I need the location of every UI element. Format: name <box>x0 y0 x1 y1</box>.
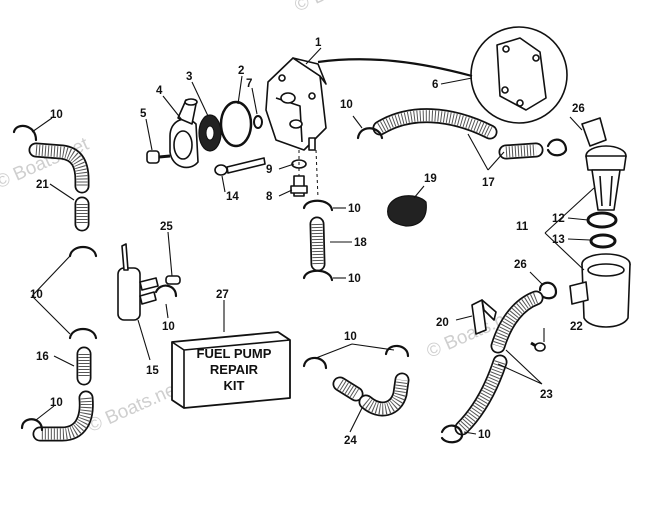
part-11-fuel-filter-upper <box>581 117 627 211</box>
callout-17: 17 <box>482 177 495 189</box>
callout-10: 10 <box>348 203 361 215</box>
part-17-hose <box>372 108 544 160</box>
callout-5: 5 <box>140 108 147 120</box>
callout-20: 20 <box>436 317 449 329</box>
callout-10: 10 <box>50 109 63 121</box>
part-25-plug <box>165 275 181 285</box>
callout-13: 13 <box>552 234 565 246</box>
callout-10: 10 <box>344 331 357 343</box>
part-12-seal-ring <box>586 211 618 229</box>
kit-label-line-3: KIT <box>224 378 245 393</box>
callout-numbers: 1 2 3 4 5 6 7 8 9 10 10 10 10 10 10 10 1… <box>30 37 585 447</box>
callout-15: 15 <box>146 365 159 377</box>
callout-10: 10 <box>340 99 353 111</box>
part-2-o-ring <box>219 100 253 148</box>
part-21-elbow-hose <box>28 142 90 232</box>
callout-10: 10 <box>348 273 361 285</box>
callout-1: 1 <box>315 37 322 49</box>
callout-10: 10 <box>162 321 175 333</box>
callout-25: 25 <box>160 221 173 233</box>
callout-10: 10 <box>478 429 491 441</box>
callout-22: 22 <box>570 321 583 333</box>
part-4-pump-cover <box>169 98 199 169</box>
callout-12: 12 <box>552 213 565 225</box>
part-5-screw <box>146 150 171 164</box>
callout-11: 11 <box>516 221 529 233</box>
leader-lines <box>31 47 595 435</box>
callout-27: 27 <box>216 289 229 301</box>
callout-4: 4 <box>156 85 163 97</box>
part-11-fuel-filter-bowl <box>569 253 631 328</box>
part-6-gasket-inset <box>470 26 568 124</box>
callout-16: 16 <box>36 351 49 363</box>
kit-label-line-2: REPAIR <box>210 362 259 377</box>
part-13-o-ring <box>589 233 617 249</box>
callout-6: 6 <box>432 79 438 91</box>
part-8-fitting <box>290 175 308 197</box>
callout-21: 21 <box>36 179 49 191</box>
callout-26: 26 <box>572 103 585 115</box>
callout-10: 10 <box>30 289 43 301</box>
callout-14: 14 <box>226 191 239 203</box>
watermark: © Boats.net <box>291 0 391 16</box>
callout-23: 23 <box>540 389 553 401</box>
callout-10: 10 <box>50 397 63 409</box>
callout-24: 24 <box>344 435 357 447</box>
callout-18: 18 <box>354 237 367 249</box>
watermark: © Boats.net <box>85 377 185 437</box>
callout-9: 9 <box>266 164 272 176</box>
part-15-valve-body <box>117 243 159 321</box>
part-18-hose <box>309 216 326 272</box>
part-23-hose <box>454 290 544 436</box>
part-14-bolt <box>214 157 266 176</box>
part-20-bracket <box>471 299 497 335</box>
part-24-hose <box>332 372 410 417</box>
callout-2: 2 <box>238 65 244 77</box>
part-16-hose <box>32 346 94 442</box>
part-22-screw <box>530 341 546 352</box>
kit-label-line-1: FUEL PUMP <box>197 346 272 361</box>
callout-19: 19 <box>424 173 437 185</box>
callout-3: 3 <box>186 71 192 83</box>
part-27-repair-kit-box: FUEL PUMP REPAIR KIT <box>171 331 291 409</box>
callout-7: 7 <box>246 78 252 90</box>
callout-26: 26 <box>514 259 527 271</box>
part-1-pump-body <box>265 57 327 151</box>
part-7-small-ring <box>253 115 263 129</box>
part-3-diaphragm <box>198 114 222 152</box>
callout-8: 8 <box>266 191 273 203</box>
part-19-disc <box>387 195 427 227</box>
